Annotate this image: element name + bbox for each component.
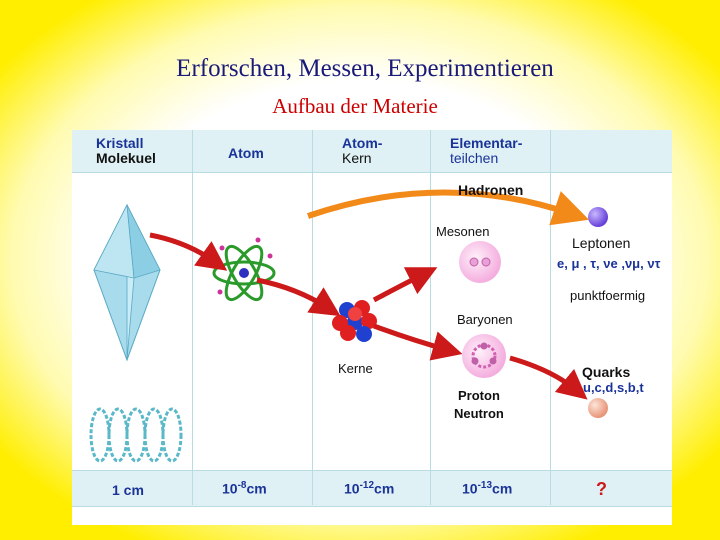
header-line: Molekuel <box>96 150 156 166</box>
molecule-helix <box>89 407 183 463</box>
page-subtitle: Aufbau der Materie <box>272 94 438 118</box>
scale-unit: cm <box>374 480 395 497</box>
header-line: Kristall <box>96 135 144 151</box>
scale-unit: cm <box>246 480 267 497</box>
label-punktfoermig: punktfoermig <box>570 288 646 303</box>
arrow-crystal-to-atom <box>149 232 228 271</box>
column-divider <box>550 130 551 505</box>
scale-atom: 10-8cm <box>222 480 267 497</box>
column-header-nucleus: Atom- Kern <box>342 136 382 166</box>
arrow-atom-to-nucleus <box>256 277 341 317</box>
quark-sphere <box>588 398 608 418</box>
column-header-elementary: Elementar- teilchen <box>450 136 522 166</box>
nucleus-illustration <box>332 300 377 342</box>
column-header-crystal: Kristall Molekuel <box>96 136 156 166</box>
scale-base: 1 cm <box>112 482 144 498</box>
header-line: Kern <box>342 150 372 166</box>
scale-base: 10 <box>222 480 238 497</box>
scale-exponent: -8 <box>237 480 247 491</box>
column-divider <box>192 130 193 505</box>
scale-unit: cm <box>492 480 513 497</box>
label-baryonen: Baryonen <box>457 312 513 327</box>
page-title: Erforschen, Messen, Experimentieren <box>176 55 554 82</box>
column-divider <box>312 130 313 505</box>
diagram-art <box>89 189 608 463</box>
label-neutron: Neutron <box>454 406 504 421</box>
arrow-to-baryons <box>373 323 463 361</box>
label-proton: Proton <box>458 388 500 403</box>
lepton-sphere <box>588 207 608 227</box>
scale-base: 10 <box>462 480 478 497</box>
label-leptonen-list: e, μ , τ, νe ,νμ, ντ <box>557 256 661 271</box>
header-band <box>72 130 672 173</box>
label-mesonen: Mesonen <box>436 224 490 239</box>
scale-band <box>72 470 672 507</box>
scale-elementary: 10-13cm <box>462 480 512 497</box>
header-line: Elementar- <box>450 135 523 151</box>
diagram-panel: Kristall Molekuel Atom Atom- Kern Elemen… <box>72 130 672 525</box>
label-quarks-list: u,c,d,s,b,t <box>583 380 644 395</box>
baryon-illustration <box>462 334 506 378</box>
label-kerne: Kerne <box>338 361 373 376</box>
scale-base: 10 <box>344 480 360 497</box>
scale-1cm: 1 cm <box>112 482 144 498</box>
column-divider <box>430 130 431 505</box>
atom-illustration <box>212 237 276 302</box>
scale-exponent: -13 <box>477 480 493 491</box>
arrow-to-quarks <box>509 355 588 400</box>
header-line: Atom- <box>342 135 383 151</box>
label-quarks: Quarks <box>582 364 631 380</box>
header-line: teilchen <box>450 150 499 166</box>
arrow-to-mesons <box>372 267 438 303</box>
column-header-atom: Atom <box>228 145 264 161</box>
scale-nucleus: 10-12cm <box>344 480 394 497</box>
arrow-to-leptons <box>307 189 590 226</box>
scale-unknown: ? <box>596 479 607 499</box>
meson-illustration <box>459 241 501 283</box>
label-hadronen: Hadronen <box>458 182 524 198</box>
label-leptonen: Leptonen <box>572 235 631 251</box>
scale-exponent: -12 <box>359 480 375 491</box>
crystal-shape <box>93 203 161 362</box>
